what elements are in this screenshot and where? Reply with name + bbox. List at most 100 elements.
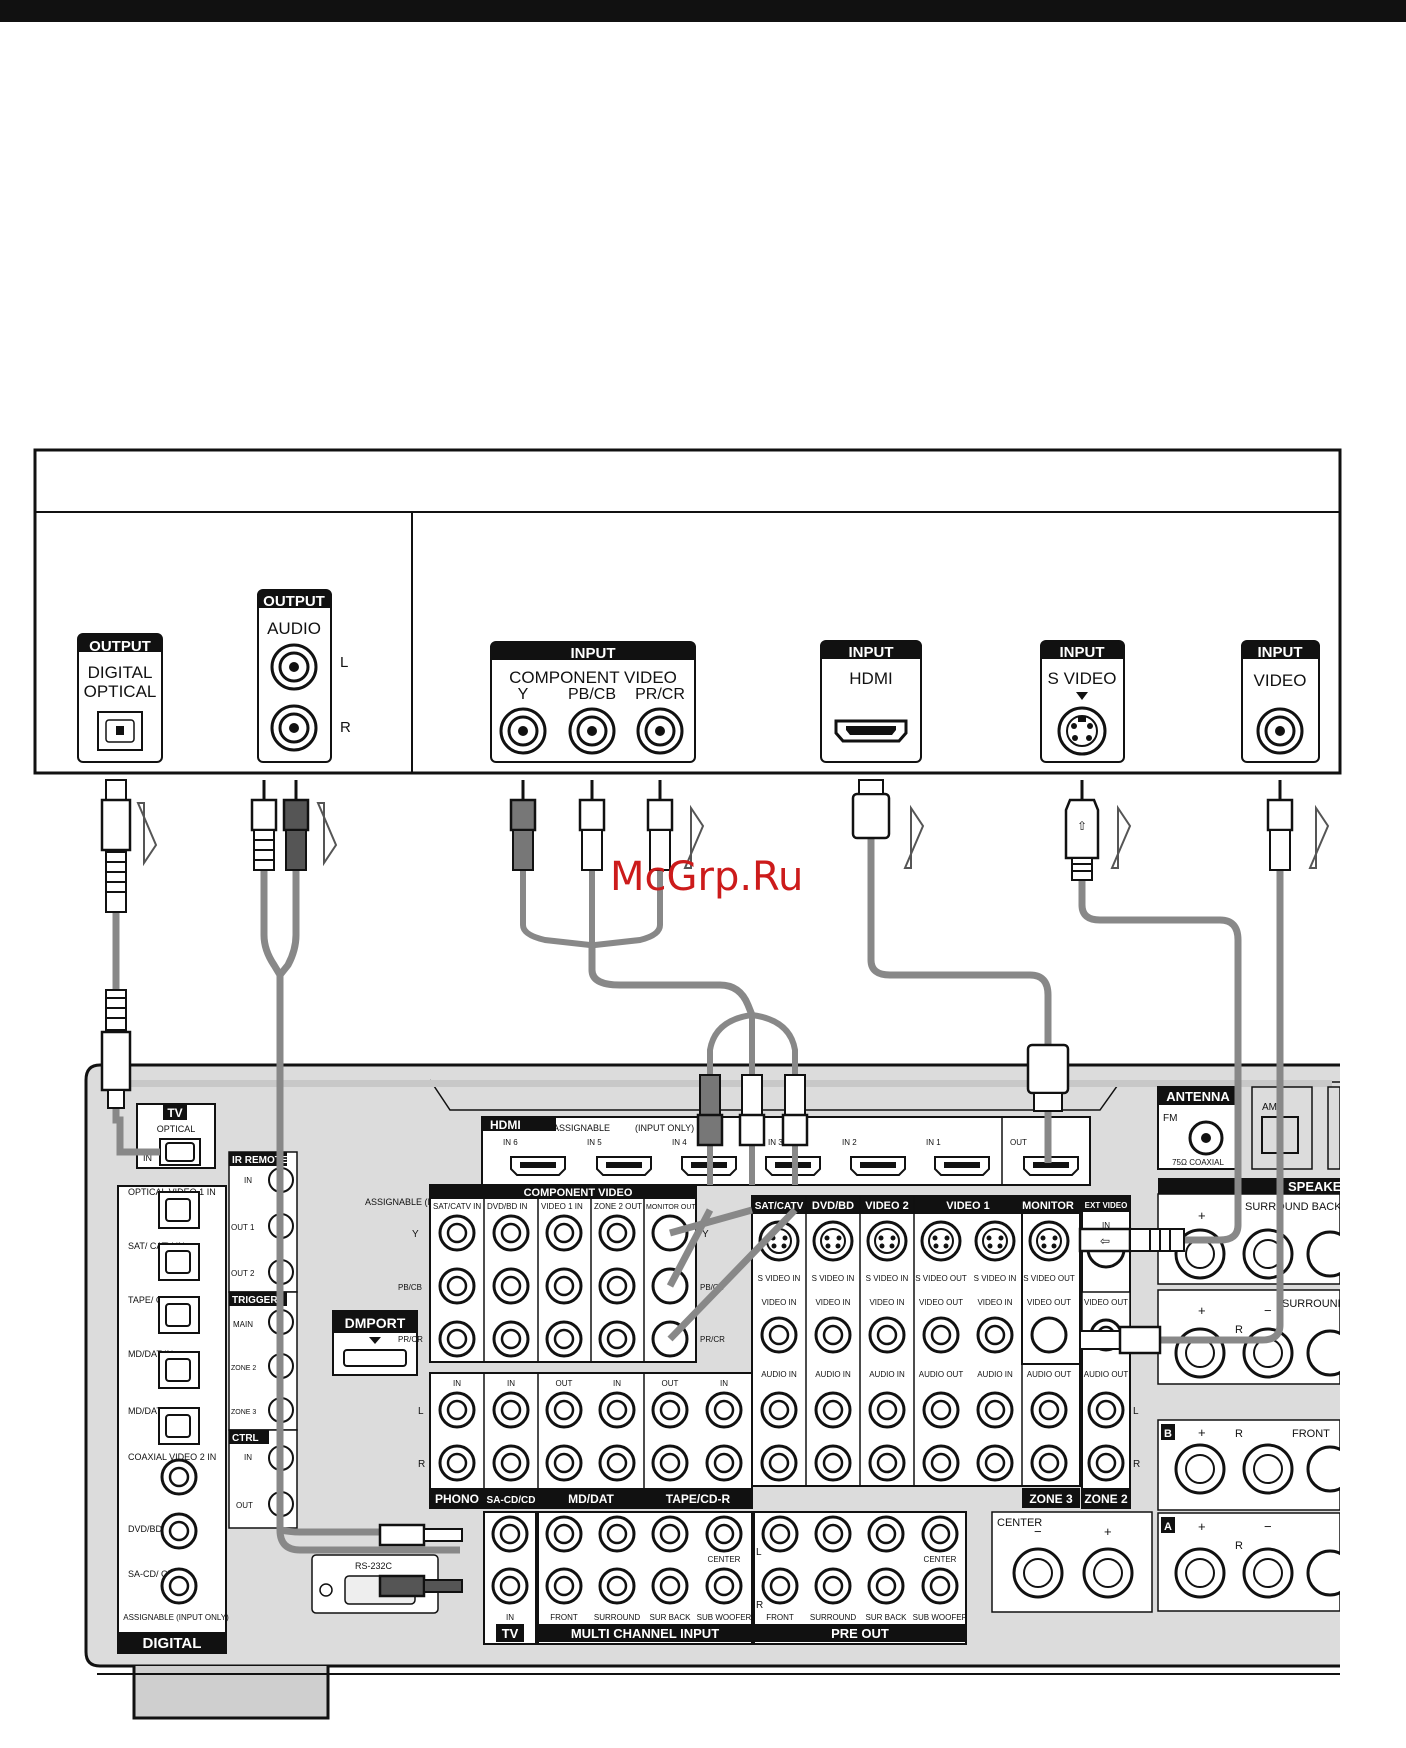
rca-jack-icon <box>270 643 318 691</box>
digital-footer: ASSIGNABLE (INPUT ONLY) <box>123 1613 229 1622</box>
triangle-down-icon <box>369 1337 381 1344</box>
zone2-audio-out: AUDIO OUT <box>1084 1370 1129 1379</box>
receiver-tv-optical: TV OPTICAL IN <box>136 1103 216 1169</box>
multichannel-center: CENTER <box>708 1555 741 1564</box>
ir-remote-title: IR REMOTE <box>232 1155 288 1166</box>
ext-video-out: VIDEO OUT <box>1084 1298 1128 1307</box>
digital-label: SA-CD/ CD IN <box>128 1569 186 1579</box>
zone-r: R <box>1133 1459 1140 1470</box>
hdmi-port-label: IN 1 <box>926 1138 941 1147</box>
arrow-down-icon <box>136 802 158 867</box>
tv-video-label: VIDEO <box>1254 671 1307 690</box>
digital-label: MD/DAT OUT <box>128 1406 184 1416</box>
component-col: SAT/CATV IN <box>433 1202 481 1211</box>
tv-optical-label: OPTICAL <box>157 1124 196 1134</box>
trigger-title: TRIGGER <box>232 1295 278 1306</box>
rca-jack-icon <box>636 707 684 755</box>
audio-io-label: OUT <box>556 1379 573 1388</box>
svideo-port-icon <box>812 1220 854 1262</box>
tv-optical-line1: DIGITAL <box>88 663 153 682</box>
av-group-label: DVD/BD <box>812 1200 854 1212</box>
rca-jack-icon <box>160 1512 198 1550</box>
trigger-zone2: ZONE 2 <box>231 1365 256 1372</box>
arrow-down-icon <box>316 802 338 867</box>
audio-group-label: SA-CD/CD <box>487 1495 536 1506</box>
speaker-b-badge: B <box>1164 1428 1172 1440</box>
rca-plug-icon <box>378 1574 463 1598</box>
tv-component-pr: PR/CR <box>635 686 685 703</box>
ext-video-in: IN <box>1102 1221 1110 1230</box>
preout-l: L <box>756 1547 762 1558</box>
video-label: VIDEO IN <box>761 1298 796 1307</box>
preout-channel: SUR BACK <box>866 1613 908 1622</box>
svideo-port-icon <box>1057 706 1107 756</box>
receiver-audio-inputs: PHONO SA-CD/CD MD/DAT TAPE/CD-R IN IN OU… <box>418 1372 753 1509</box>
digital-label: DVD/BD IN <box>128 1524 174 1534</box>
hdmi-plug-icon <box>851 779 891 840</box>
watermark: McGrp.Ru <box>610 854 803 900</box>
tv-component-y: Y <box>518 686 529 703</box>
rca-jack-icon <box>160 1567 198 1605</box>
svideo-port-icon <box>866 1220 908 1262</box>
audio-label: AUDIO IN <box>761 1370 797 1379</box>
speaker-r: R <box>1235 1324 1243 1336</box>
preout-center: CENTER <box>924 1555 957 1564</box>
tv-audio-r: R <box>340 719 351 736</box>
digital-inputs-panel: DIGITAL ASSIGNABLE (INPUT ONLY) OPTICAL … <box>117 1185 229 1654</box>
svideo-port-icon <box>974 1220 1016 1262</box>
svideo-label: S VIDEO OUT <box>915 1274 967 1283</box>
antenna: ANTENNA FM 75Ω COAXIAL AM <box>1157 1086 1341 1170</box>
digital-label: MD/DAT IN <box>128 1349 173 1359</box>
audio-io-label: OUT <box>662 1379 679 1388</box>
tv-component-header: INPUT <box>571 645 616 662</box>
svideo-plug-icon: ⇧ <box>1064 798 1100 881</box>
ir-remote-out2: OUT 2 <box>231 1269 255 1278</box>
zone-l: L <box>1133 1406 1139 1417</box>
optical-port-icon <box>158 1407 200 1445</box>
tv-component-label: COMPONENT VIDEO <box>509 668 677 687</box>
tv-svideo-input: INPUT S VIDEO <box>1040 640 1125 763</box>
speaker-r: R <box>1235 1540 1243 1552</box>
optical-port-icon <box>158 1243 200 1281</box>
svideo-port-icon <box>1028 1220 1070 1262</box>
component-row: Y <box>412 1229 419 1240</box>
antenna-am: AM <box>1262 1102 1277 1113</box>
ctrl-title: CTRL <box>232 1433 259 1444</box>
hdmi-port-label: IN 4 <box>672 1138 687 1147</box>
video-label: VIDEO IN <box>869 1298 904 1307</box>
arrow-up-icon <box>903 804 925 869</box>
audio-group-label: TAPE/CD-R <box>666 1492 731 1506</box>
digital-label: SAT/ CATV IN <box>128 1241 185 1251</box>
audio-io-label: IN <box>720 1379 728 1388</box>
rca-jack-icon <box>160 1458 198 1496</box>
hdmi-port-label: IN 2 <box>842 1138 857 1147</box>
component-row-right: PR/CR <box>700 1335 725 1344</box>
optical-plug-icon <box>100 779 132 913</box>
svideo-plug-icon: ⇦ <box>1078 1227 1185 1253</box>
component-row: PB/CB <box>398 1283 422 1292</box>
rca-jack-icon <box>568 707 616 755</box>
rca-jack-icon <box>499 707 547 755</box>
ext-video-title: EXT VIDEO <box>1085 1201 1128 1210</box>
component-assignable: ASSIGNABLE (INPUT ONLY) <box>365 1197 484 1207</box>
component-row-right: PB/CB <box>700 1283 724 1292</box>
component-title: COMPONENT VIDEO <box>524 1187 633 1199</box>
antenna-fm: FM <box>1163 1113 1177 1124</box>
rs232c-label: RS-232C <box>355 1561 393 1571</box>
multichannel-channel: SUB WOOFER <box>697 1613 752 1622</box>
preout-channel: SUB WOOFER <box>913 1613 968 1622</box>
hdmi-port-icon <box>850 1156 906 1176</box>
component-col: MONITOR OUT <box>646 1204 696 1211</box>
tv-optical-line2: OPTICAL <box>84 682 157 701</box>
rca-plug-icon <box>378 1523 463 1547</box>
optical-port-icon <box>158 1351 200 1389</box>
tv-hdmi-header: INPUT <box>849 644 894 661</box>
hdmi-port-icon <box>510 1156 566 1176</box>
arrow-up-icon <box>1308 804 1330 869</box>
receiver-multichannel: TV IN MULTI CHANNEL INPUT CENTER FRONT S… <box>483 1511 753 1645</box>
rca-plug-icon <box>738 1074 766 1147</box>
component-row: PR/CR <box>398 1335 423 1344</box>
speaker-r: R <box>1235 1428 1243 1440</box>
digital-badge: DIGITAL <box>143 1635 202 1652</box>
video-label: VIDEO IN <box>815 1298 850 1307</box>
